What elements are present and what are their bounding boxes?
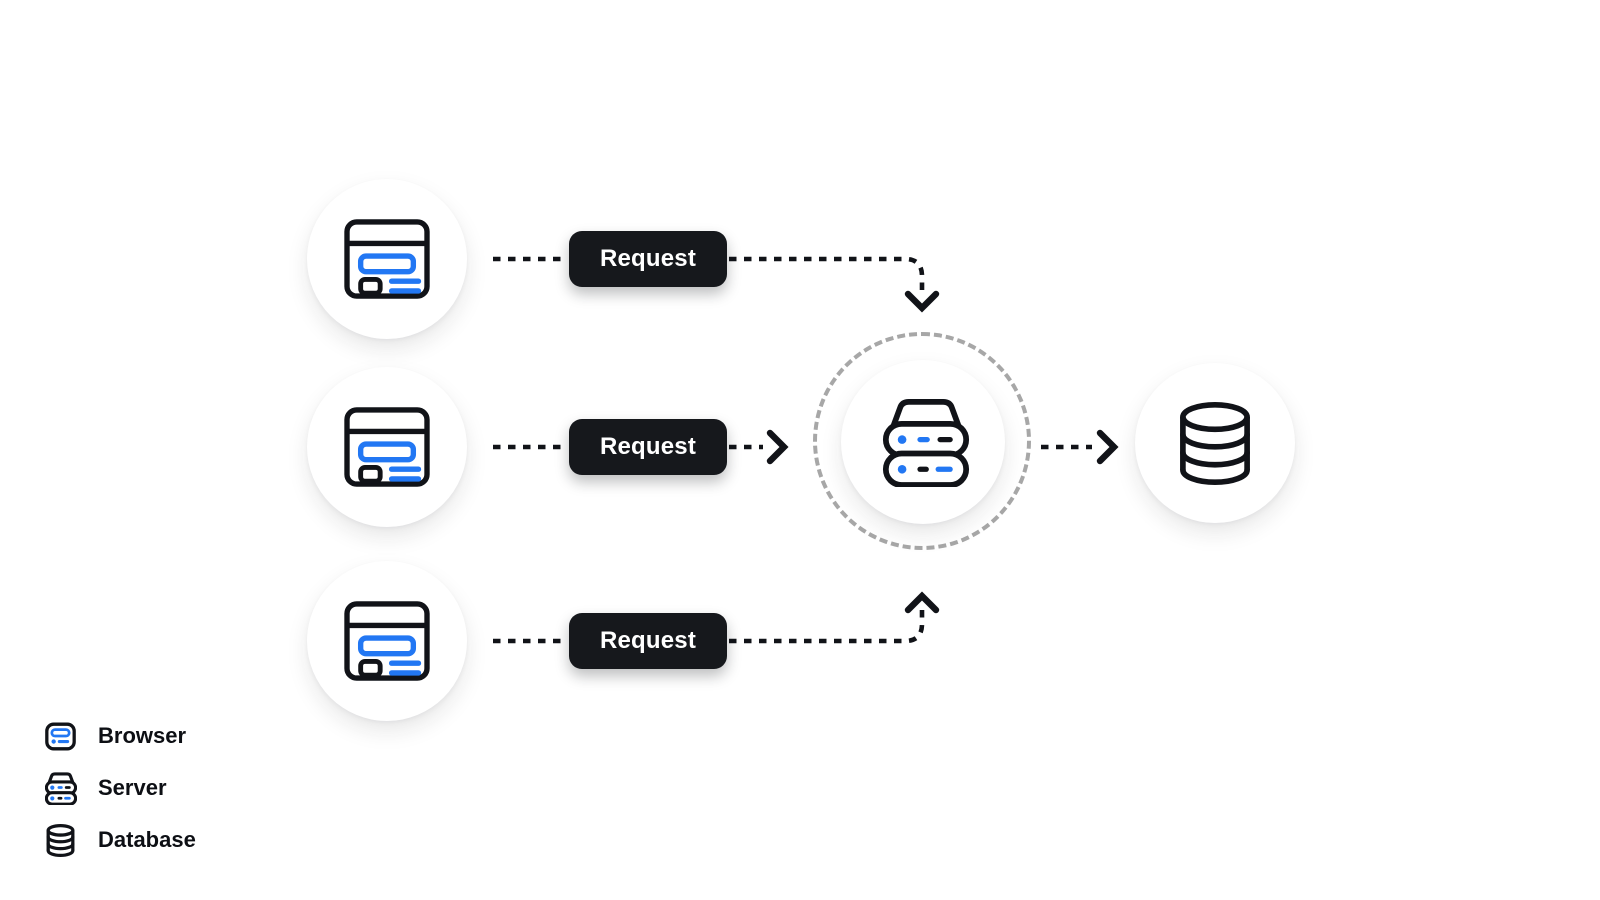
request-label-text: Request xyxy=(599,627,697,654)
legend-item-server: Server xyxy=(44,762,196,814)
request-label-text: Request xyxy=(599,245,697,272)
arrow-right-icon xyxy=(766,429,789,465)
flow-3-line-right xyxy=(729,610,925,644)
browser-icon xyxy=(344,407,430,487)
server-highlight-ring xyxy=(813,332,1031,550)
legend-label: Browser xyxy=(98,723,187,748)
legend-label: Database xyxy=(98,827,196,852)
arrow-down-icon xyxy=(904,290,940,313)
legend-item-browser: Browser xyxy=(44,710,196,762)
request-label-3: Request xyxy=(569,613,727,669)
database-icon xyxy=(44,823,77,857)
request-label-2: Request xyxy=(569,419,727,475)
legend-item-database: Database xyxy=(44,814,196,866)
browser-icon xyxy=(44,722,77,751)
database-icon xyxy=(1177,401,1253,486)
arrow-right-icon xyxy=(1096,429,1119,465)
legend: Browser Server xyxy=(44,710,196,866)
database-node xyxy=(1135,363,1295,523)
request-label-text: Request xyxy=(599,433,697,460)
browser-icon xyxy=(344,219,430,299)
request-label-1: Request xyxy=(569,231,727,287)
browser-icon xyxy=(344,601,430,681)
legend-label: Server xyxy=(98,775,167,800)
flow-1-line-right xyxy=(729,256,925,294)
server-icon xyxy=(882,397,970,488)
arrow-up-icon xyxy=(904,591,940,614)
server-icon xyxy=(44,771,77,805)
